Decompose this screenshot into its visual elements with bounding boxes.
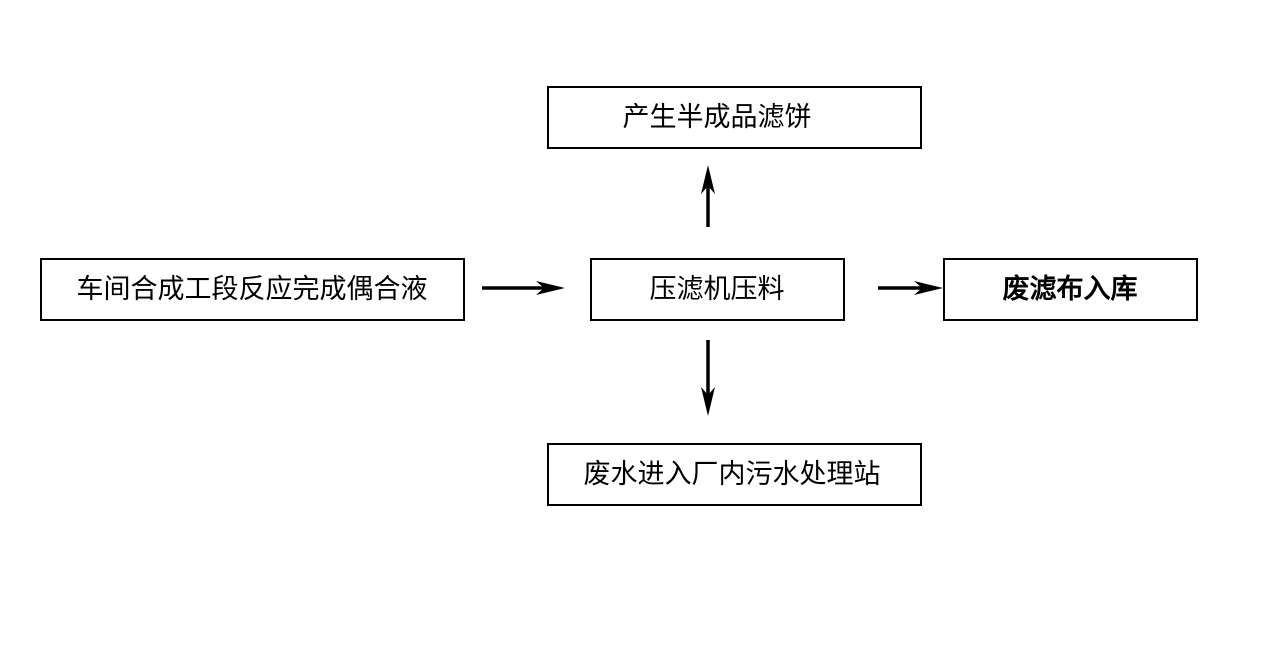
node-cake: 产生半成品滤饼 xyxy=(547,86,922,149)
node-source-label: 车间合成工段反应完成偶合液 xyxy=(77,274,428,305)
node-source-box xyxy=(40,258,465,321)
edge-press-to-water-arrowhead xyxy=(701,387,715,416)
node-source: 车间合成工段反应完成偶合液 xyxy=(40,258,465,321)
edge-press-to-cloth xyxy=(878,281,943,295)
node-press: 压滤机压料 xyxy=(590,258,845,321)
edge-source-to-press xyxy=(482,281,565,295)
edge-source-to-press-arrowhead xyxy=(536,281,565,295)
edge-press-to-cloth-arrowhead xyxy=(914,281,943,295)
node-cloth-label: 废滤布入库 xyxy=(1003,273,1138,305)
node-cloth-box xyxy=(943,258,1198,321)
edge-press-to-water xyxy=(701,340,715,416)
node-press-box xyxy=(590,258,845,321)
node-press-label: 压滤机压料 xyxy=(650,274,785,305)
edge-press-to-cake-arrowhead xyxy=(701,165,715,194)
node-cloth: 废滤布入库 xyxy=(943,258,1198,321)
node-water-label: 废水进入厂内污水处理站 xyxy=(584,459,881,490)
node-water: 废水进入厂内污水处理站 xyxy=(547,443,922,506)
node-cake-label: 产生半成品滤饼 xyxy=(623,102,812,133)
node-water-box xyxy=(547,443,922,506)
node-cake-box xyxy=(547,86,922,149)
edge-press-to-cake xyxy=(701,165,715,227)
